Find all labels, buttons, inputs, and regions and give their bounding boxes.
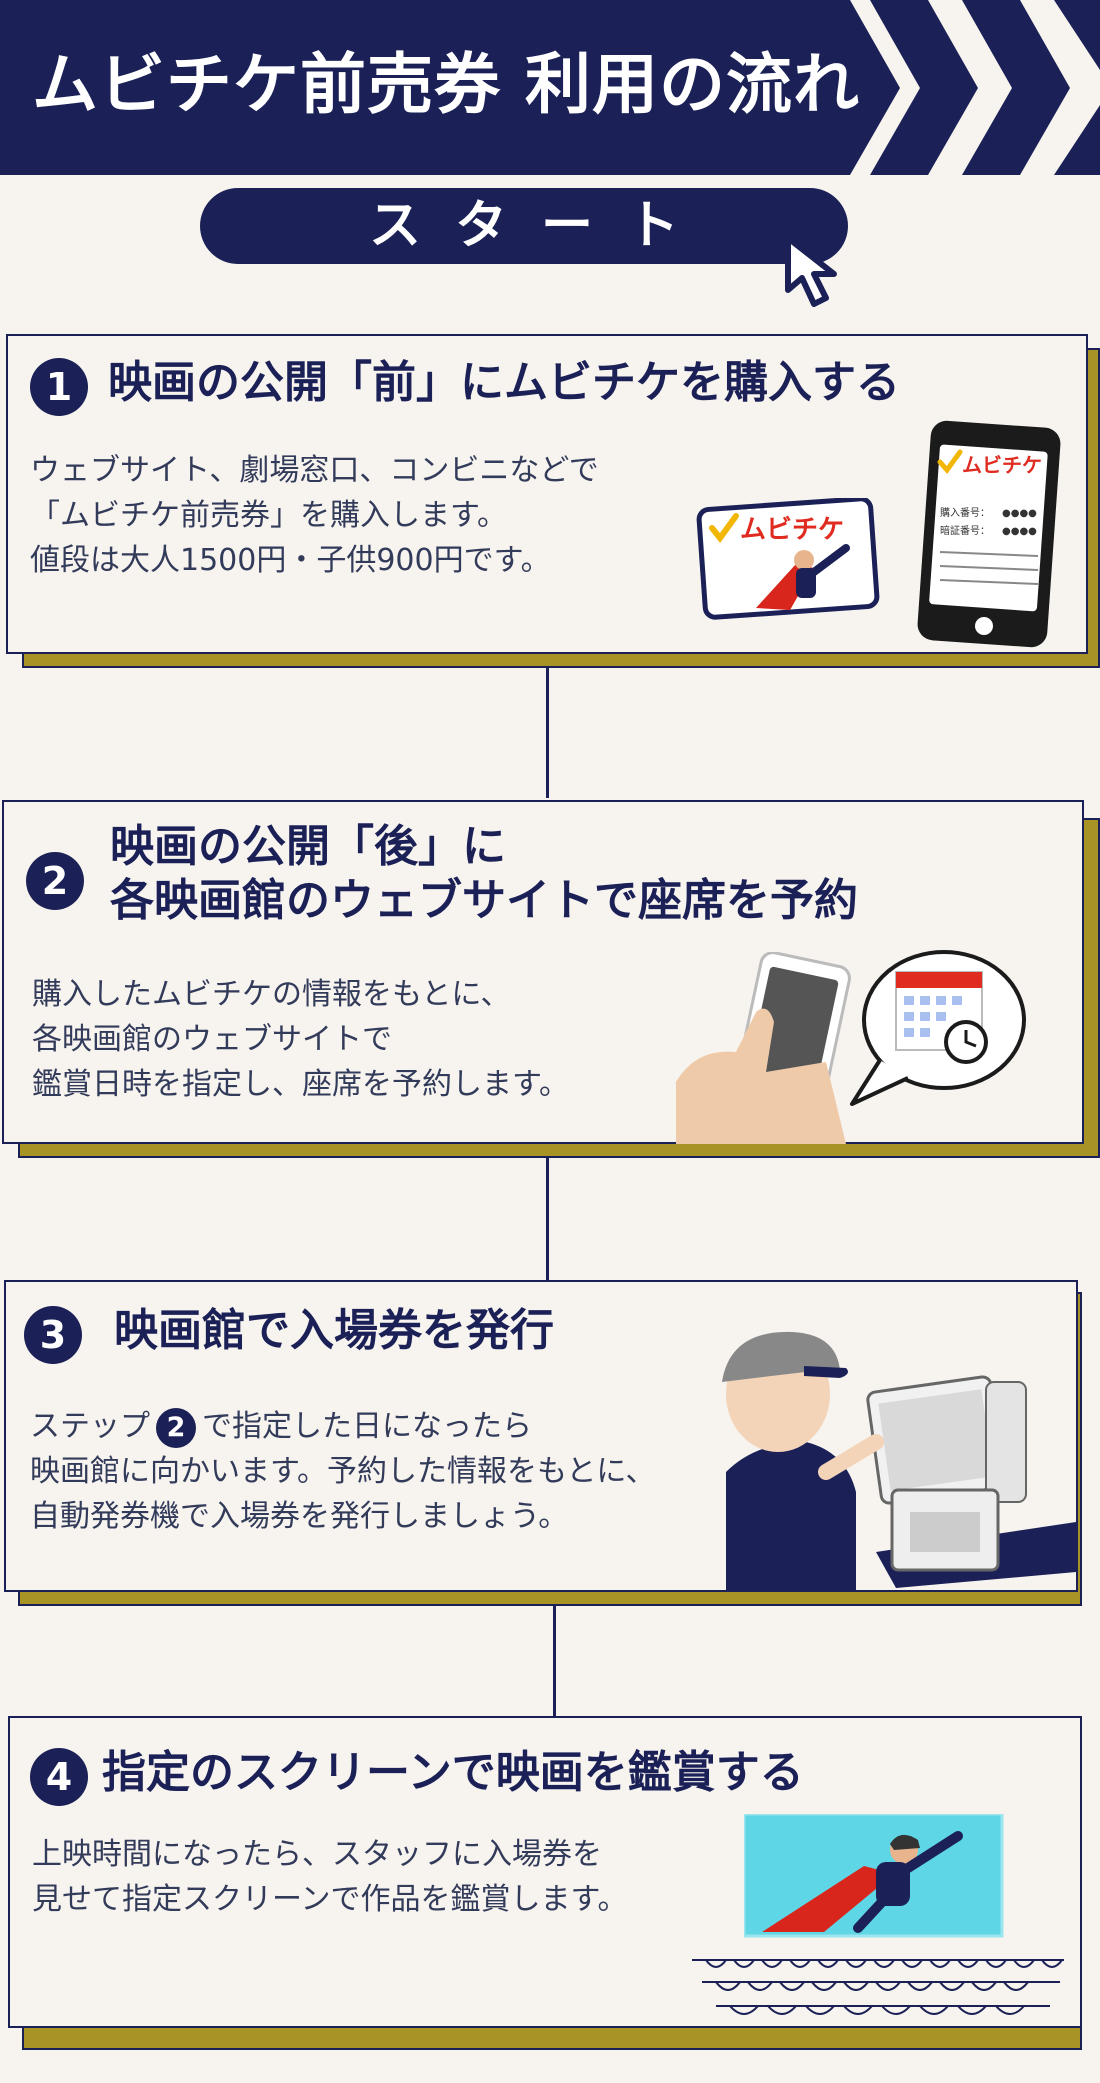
start-button[interactable]: スタート <box>200 188 848 264</box>
step-description: 上映時間になったら、スタッフに入場券を 見せて指定スクリーンで作品を鑑賞します。 <box>32 1832 628 1922</box>
step-2-card: 2 映画の公開「後」に 各映画館のウェブサイトで座席を予約 購入したムビチケの情… <box>2 800 1084 1144</box>
step-description: ウェブサイト、劇場窓口、コンビニなどで 「ムビチケ前売券」を購入します。 値段は… <box>30 448 599 583</box>
step-title: 映画の公開「前」にムビチケを購入する <box>108 357 900 408</box>
description-line: 見せて指定スクリーンで作品を鑑賞します。 <box>32 1882 628 1917</box>
chevron-arrows-icon <box>870 0 978 175</box>
description-text: で指定した日になったら <box>202 1409 532 1444</box>
step-4-card: 4 指定のスクリーンで映画を鑑賞する 上映時間になったら、スタッフに入場券を 見… <box>8 1716 1082 2028</box>
step-title: 映画の公開「後」に 各映画館のウェブサイトで座席を予約 <box>110 820 858 927</box>
description-line: 自動発券機で入場券を発行しましょう。 <box>30 1499 569 1534</box>
step-title-line: 各映画館のウェブサイトで座席を予約 <box>110 874 858 926</box>
masked-digits: ●●●● <box>1002 508 1037 519</box>
page-title: ムビチケ前売券 利用の流れ <box>32 46 860 123</box>
theater-seats-icon <box>692 1959 1064 2015</box>
description-line: 映画館に向かいます。予約した情報をもとに、 <box>30 1454 656 1489</box>
step-number-badge: 2 <box>26 852 84 910</box>
description-line: 「ムビチケ前売券」を購入します。 <box>30 498 507 533</box>
masked-digits: ●●●● <box>1002 526 1037 537</box>
step-description: 購入したムビチケの情報をもとに、 各映画館のウェブサイトで 鑑賞日時を指定し、座… <box>32 972 569 1107</box>
calendar-clock-icon <box>850 950 1026 1106</box>
pin-label: 暗証番号： <box>940 524 990 537</box>
step-title: 指定のスクリーンで映画を鑑賞する <box>102 1747 804 1798</box>
step-reference-badge: 2 <box>156 1407 196 1448</box>
flow-connector <box>546 668 549 798</box>
step-number-badge: 1 <box>30 358 88 416</box>
step-title-line: 映画の公開「後」に <box>110 821 506 872</box>
hero-icon <box>744 1814 1004 1938</box>
card-logo: ムビチケ <box>740 515 844 545</box>
phone-logo: ムビチケ <box>962 453 1042 477</box>
step-number-badge: 3 <box>24 1306 82 1364</box>
description-line: 購入したムビチケの情報をもとに、 <box>32 977 511 1012</box>
hand-phone-icon <box>676 952 851 1144</box>
description-text: ステップ <box>30 1409 150 1444</box>
step-title: 映画館で入場券を発行 <box>114 1305 554 1356</box>
header-band <box>0 0 1100 175</box>
description-line: 鑑賞日時を指定し、座席を予約します。 <box>32 1067 569 1102</box>
description-line: ウェブサイト、劇場窓口、コンビニなどで <box>30 453 599 488</box>
purchase-number-label: 購入番号： <box>940 506 990 519</box>
kiosk-icon <box>722 1331 1076 1590</box>
description-line: 各映画館のウェブサイトで <box>32 1022 392 1057</box>
smartphone-icon: ムビチケ 購入番号： ●●●● 暗証番号： ●●●● <box>917 420 1061 648</box>
description-line: 値段は大人1500円・子供900円です。 <box>30 543 551 578</box>
step-number-badge: 4 <box>30 1748 88 1806</box>
flow-connector <box>546 1158 549 1280</box>
cursor-arrow-icon <box>785 235 837 307</box>
step-1-card: 1 映画の公開「前」にムビチケを購入する ウェブサイト、劇場窓口、コンビニなどで… <box>6 334 1088 654</box>
flow-connector <box>553 1606 556 1716</box>
description-line: 上映時間になったら、スタッフに入場券を <box>32 1837 602 1872</box>
ticket-card-icon: ムビチケ <box>696 498 880 620</box>
